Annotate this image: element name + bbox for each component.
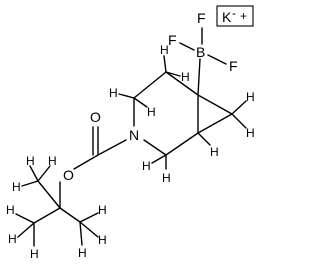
bond-c6-hb [165, 71, 181, 77]
bond-me3-h1 [79, 212, 99, 223]
h-c6-a: H [160, 43, 169, 57]
bond-b-f1 [179, 42, 195, 51]
charge-minus-label: - [232, 6, 236, 20]
bond-me1-h3 [37, 165, 51, 182]
bond-cp-hb [231, 113, 247, 129]
bond-me1-h2 [21, 180, 39, 187]
h-c6-b: H [181, 70, 190, 84]
bond-cp-ha [231, 100, 247, 115]
h-c1: H [210, 145, 219, 159]
bond-c5-hb [133, 97, 148, 108]
bond-tbu-me2 [33, 207, 61, 224]
h-me2-a: H [6, 203, 15, 217]
bond-lines [15, 27, 247, 247]
structure-diagram: B F F F N O O K - + H H H H H H H H H H … [6, 5, 255, 261]
bond-c6-c5 [133, 71, 167, 99]
nitrogen-label: N [129, 127, 139, 143]
bond-cp-c1 [197, 113, 233, 134]
h-cp-a: H [246, 90, 255, 104]
fluorine-label-top: F [197, 10, 206, 26]
charge-plus-label: + [240, 9, 247, 23]
bond-n-c4 [143, 139, 167, 156]
h-me3-b: H [98, 233, 107, 247]
bond-c7-b [197, 58, 201, 96]
bond-c7-c6 [165, 71, 199, 96]
bond-me3-h2 [79, 221, 99, 238]
fluorine-label-left: F [168, 32, 177, 48]
atom-labels: B F F F N O O [63, 10, 238, 183]
bond-me1-h1 [29, 165, 39, 182]
h-me1-c: H [48, 154, 57, 168]
bond-tbu-me1 [37, 180, 61, 209]
h-me3-a: H [98, 203, 107, 217]
h-c5-a: H [109, 86, 118, 100]
h-me1-a: H [26, 154, 35, 168]
boron-label: B [196, 44, 205, 60]
ester-oxygen-label: O [63, 167, 74, 183]
bond-b-f3 [207, 54, 227, 65]
bond-n-carbonyl [97, 139, 127, 156]
bond-c5-ha [118, 93, 135, 99]
h-cp-b: H [246, 126, 255, 140]
bond-c4-c1 [165, 132, 199, 156]
h-me1-b: H [12, 180, 21, 194]
bond-tbu-me3 [59, 207, 81, 223]
ion-box [216, 5, 254, 27]
h-c5-b: H [147, 105, 156, 119]
hydrogen-labels: H H H H H H H H H H H H H H H H H H [6, 43, 255, 261]
potassium-label: K [222, 9, 232, 25]
h-me2-b: H [8, 232, 17, 246]
potassium-ion: K - + [216, 5, 254, 27]
h-me3-c: H [78, 246, 87, 260]
bond-c4-ha [151, 154, 167, 164]
molecule-drawing: B F F F N O O K - + H H H H H H H H H H … [6, 5, 255, 261]
bond-me2-h2 [17, 222, 35, 238]
bond-me3-h3 [79, 221, 83, 246]
h-c4-b: H [162, 171, 171, 185]
bond-c7-cp [197, 94, 233, 115]
h-me2-c: H [30, 247, 39, 261]
bond-c1-h [197, 132, 211, 146]
h-c4-a: H [142, 159, 151, 173]
bond-me2-h1 [15, 213, 35, 224]
fluorine-label-right: F [229, 58, 238, 74]
carbonyl-oxygen-label: O [90, 109, 101, 125]
bond-c6-ha [163, 55, 167, 73]
bond-c-o-ester [73, 154, 99, 170]
